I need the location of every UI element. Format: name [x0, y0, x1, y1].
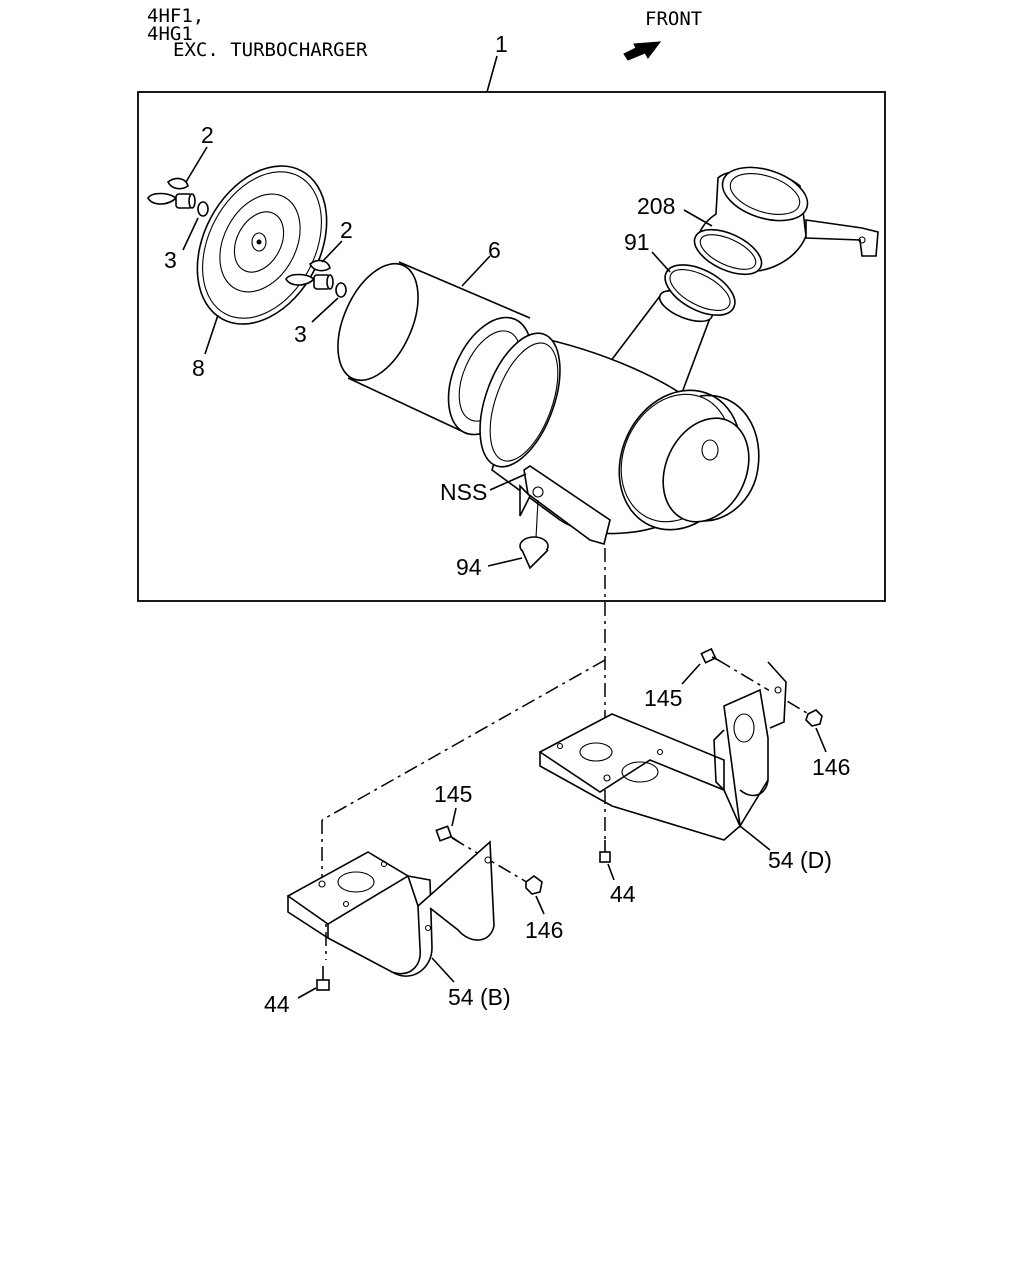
alignment-line-right-bolt-nut [717, 659, 813, 717]
bolt-145-right [700, 647, 721, 664]
model-line-1: 4HF1, [147, 5, 204, 27]
callout-nss: NSS [440, 479, 487, 505]
callout-drain-valve: 94 [456, 554, 482, 580]
callout-bracket-d: 54 (D) [768, 847, 832, 873]
callout-bolt-44-right: 44 [610, 881, 636, 907]
alignment-line-left-bolt-nut [451, 837, 531, 885]
callout-bolt-145-left: 145 [434, 781, 472, 807]
callout-clamp: 91 [624, 229, 650, 255]
callout-cover: 8 [192, 355, 205, 381]
nut-146-right [805, 709, 823, 727]
leader-44-right [607, 863, 615, 881]
bolt-44-right [599, 840, 611, 863]
front-label: FRONT [645, 8, 702, 30]
leader-2-lower [321, 240, 343, 263]
front-arrow-icon [623, 41, 662, 61]
callout-assembly: 1 [495, 31, 508, 57]
washer-upper [197, 201, 209, 217]
callout-inlet-hose: 208 [637, 193, 675, 219]
callout-bolt-44-left: 44 [264, 991, 290, 1017]
callout-nut-146-right: 146 [812, 754, 850, 780]
clamp [664, 264, 736, 316]
leader-208 [683, 209, 713, 227]
leader-145-left [451, 807, 457, 827]
bolt-145-left [435, 825, 463, 845]
leader-54b [431, 957, 455, 983]
leader-3-lower [311, 297, 339, 323]
leader-8 [204, 314, 219, 355]
housing-foot [519, 465, 611, 545]
wing-bolt-lower [285, 259, 334, 290]
leader-3-upper [182, 217, 199, 251]
callout-wing-bolt-upper: 2 [201, 122, 214, 148]
cover-part [196, 165, 328, 325]
callout-wing-bolt-lower: 2 [340, 217, 353, 243]
bolt-44-left [316, 966, 330, 991]
leader-146-right [815, 727, 827, 753]
nut-146-left [525, 875, 543, 895]
callout-element: 6 [488, 237, 501, 263]
callout-washer-lower: 3 [294, 321, 307, 347]
leader-146-left [535, 895, 545, 915]
wing-bolt-upper [147, 177, 196, 209]
callout-bolt-145-right: 145 [644, 685, 682, 711]
leader-1 [486, 55, 498, 93]
leader-2-upper [185, 146, 208, 183]
assembly-frame [137, 91, 886, 602]
drain-valve [519, 499, 549, 570]
washer-lower [335, 282, 347, 298]
variant-label: EXC. TURBOCHARGER [173, 39, 368, 61]
leader-nss [489, 473, 527, 491]
leader-91 [651, 251, 671, 273]
callout-bracket-b: 54 (B) [448, 984, 511, 1010]
bracket-d [538, 661, 787, 841]
bracket-b [286, 840, 495, 977]
callout-nut-146-left: 146 [525, 917, 563, 943]
leader-94 [487, 557, 523, 567]
alignment-line-diagonal [321, 659, 606, 821]
inlet-hose [693, 166, 879, 276]
leader-145-right [681, 663, 701, 685]
leader-54d [739, 825, 771, 851]
callout-washer-upper: 3 [164, 247, 177, 273]
model-line-2: 4HG1 [147, 23, 193, 45]
leader-44-left [297, 987, 317, 999]
leader-6 [461, 255, 491, 287]
